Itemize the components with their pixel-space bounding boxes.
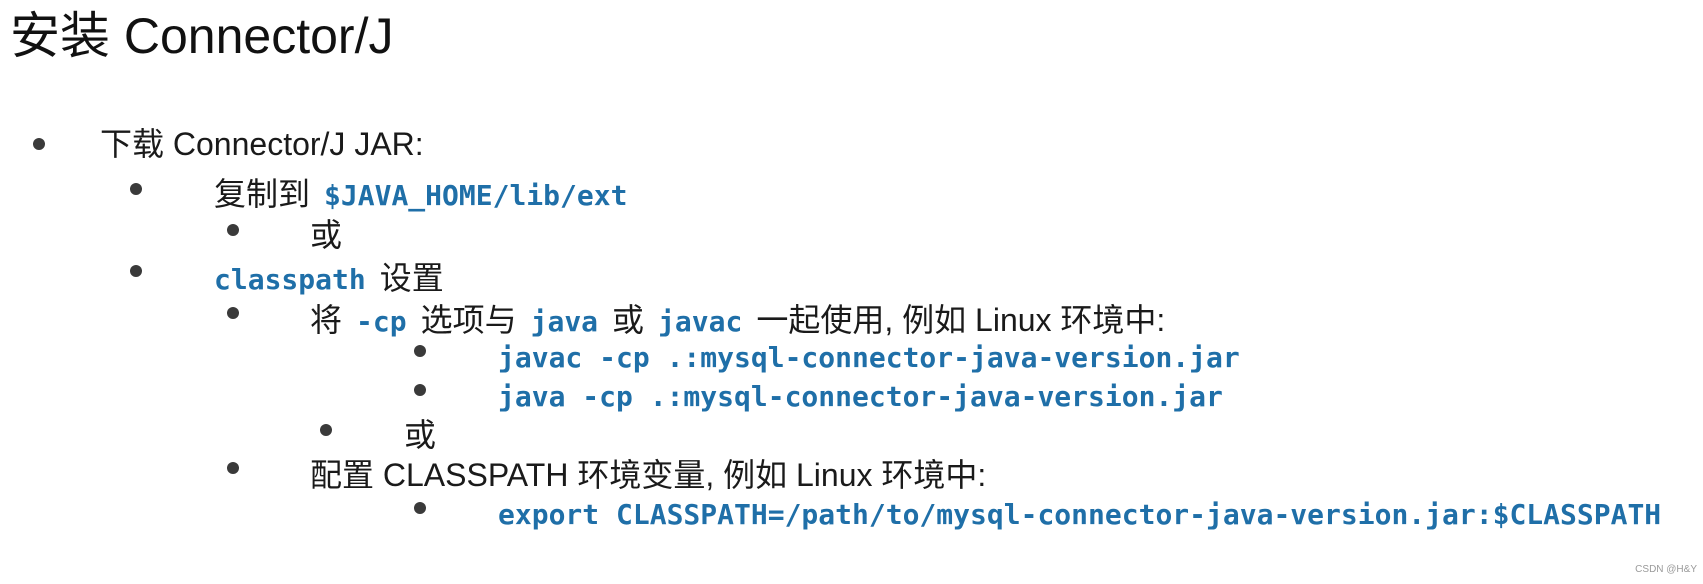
cp-or: 或 (612, 302, 645, 338)
bullet-icon (414, 345, 426, 357)
list-item-classpath: classpath 设置 (214, 257, 444, 299)
bullet-icon (320, 424, 332, 436)
bullet-icon (227, 462, 239, 474)
cp-flag: -cp (356, 305, 407, 338)
javac-command: javac -cp .:mysql-connector-java-version… (498, 341, 1240, 374)
list-item-copy-to: 复制到 $JAVA_HOME/lib/ext (214, 173, 627, 215)
export-command: export CLASSPATH=/path/to/mysql-connecto… (498, 498, 1662, 531)
copy-to-label: 复制到 (214, 176, 311, 212)
bullet-icon (227, 307, 239, 319)
page-title: 安装 Connector/J (10, 8, 394, 64)
classpath-code: classpath (214, 263, 366, 296)
watermark: CSDN @H&Y (1635, 564, 1697, 575)
java-code: java (530, 305, 599, 338)
list-item-or: 或 (404, 417, 437, 453)
cp-suffix: 一起使用, 例如 Linux 环境中: (756, 302, 1166, 338)
bullet-icon (414, 384, 426, 396)
list-item-download: 下载 Connector/J JAR: (100, 126, 424, 162)
java-home-path: $JAVA_HOME/lib/ext (324, 179, 628, 212)
javac-code: javac (658, 305, 743, 338)
classpath-label: 设置 (379, 260, 444, 296)
bullet-icon (130, 265, 142, 277)
bullet-icon (33, 138, 45, 150)
bullet-icon (227, 224, 239, 236)
cp-prefix: 将 (310, 302, 343, 338)
list-item-env-classpath: 配置 CLASSPATH 环境变量, 例如 Linux 环境中: (310, 457, 987, 493)
bullet-icon (130, 183, 142, 195)
list-item-or: 或 (310, 217, 343, 253)
java-command: java -cp .:mysql-connector-java-version.… (498, 380, 1223, 413)
list-item-cp-option: 将 -cp 选项与 java 或 javac 一起使用, 例如 Linux 环境中: (310, 299, 1165, 341)
bullet-icon (414, 502, 426, 514)
cp-mid: 选项与 (420, 302, 517, 338)
